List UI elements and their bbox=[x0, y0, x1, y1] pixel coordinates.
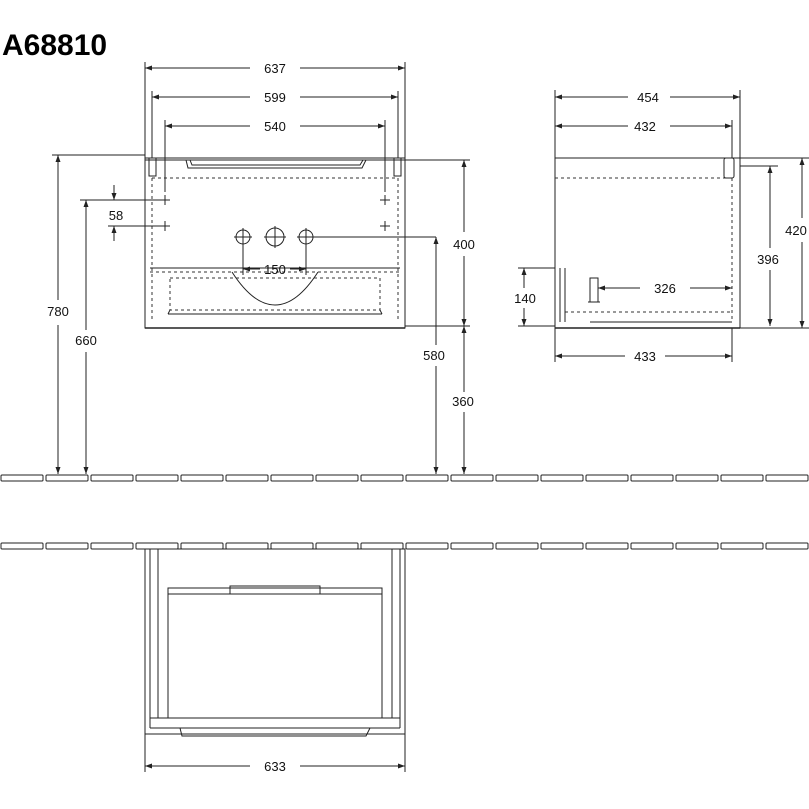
floor-tile bbox=[270, 474, 314, 482]
floor-tile bbox=[720, 474, 764, 482]
floor-strip-lower bbox=[0, 542, 809, 550]
floor-tile bbox=[405, 474, 449, 482]
top-cabinet-outline bbox=[144, 548, 406, 735]
floor-tile bbox=[450, 542, 494, 550]
floor-tile bbox=[405, 542, 449, 550]
siphon-cutout bbox=[231, 271, 319, 306]
floor-tile bbox=[495, 542, 539, 550]
floor-tile bbox=[90, 542, 134, 550]
side-cabinet-outline bbox=[554, 157, 741, 329]
front-view: 637 599 540 780 660 58 150 bbox=[47, 61, 475, 474]
dim-400: 400 bbox=[453, 237, 475, 252]
floor-tile bbox=[765, 542, 809, 550]
top-front-handle bbox=[179, 727, 371, 737]
dim-454: 454 bbox=[637, 90, 659, 105]
floor-tile bbox=[225, 474, 269, 482]
dim-540: 540 bbox=[264, 119, 286, 134]
side-handle bbox=[723, 157, 735, 179]
floor-tile bbox=[315, 474, 359, 482]
right-post bbox=[393, 157, 402, 177]
floor-tile bbox=[585, 474, 629, 482]
dim-140: 140 bbox=[514, 291, 536, 306]
floor-tile bbox=[180, 542, 224, 550]
dim-58: 58 bbox=[109, 208, 123, 223]
floor-tile bbox=[630, 474, 674, 482]
floor-strip-upper bbox=[0, 474, 809, 482]
floor-tile bbox=[135, 542, 179, 550]
dim-420: 420 bbox=[785, 223, 807, 238]
floor-tile bbox=[675, 474, 719, 482]
floor-tile bbox=[135, 474, 179, 482]
floor-tile bbox=[270, 542, 314, 550]
side-view: 454 432 433 420 396 140 326 bbox=[514, 90, 809, 364]
dim-360: 360 bbox=[452, 394, 474, 409]
floor-tile bbox=[540, 542, 584, 550]
floor-tile bbox=[765, 474, 809, 482]
top-drawer-handle bbox=[229, 585, 321, 595]
floor-tile bbox=[495, 474, 539, 482]
floor-tile bbox=[45, 474, 89, 482]
left-post bbox=[148, 157, 157, 177]
floor-tile bbox=[180, 474, 224, 482]
dim-326: 326 bbox=[654, 281, 676, 296]
floor-tile bbox=[585, 542, 629, 550]
floor-tile bbox=[0, 542, 44, 550]
drawer-runner bbox=[589, 277, 599, 303]
floor-tile bbox=[630, 542, 674, 550]
floor-tile bbox=[315, 542, 359, 550]
floor-tile bbox=[360, 542, 404, 550]
floor-tile bbox=[90, 474, 134, 482]
dim-150: 150 bbox=[264, 262, 286, 277]
dim-433: 433 bbox=[634, 349, 656, 364]
floor-tile bbox=[360, 474, 404, 482]
dim-660: 660 bbox=[75, 333, 97, 348]
inner-drawer bbox=[169, 277, 381, 311]
floor-tile bbox=[45, 542, 89, 550]
front-handle bbox=[185, 159, 367, 169]
floor-tile bbox=[450, 474, 494, 482]
dim-432: 432 bbox=[634, 119, 656, 134]
dim-633: 633 bbox=[264, 759, 286, 774]
model-title: A68810 bbox=[2, 29, 107, 62]
dim-396: 396 bbox=[757, 252, 779, 267]
floor-tile bbox=[540, 474, 584, 482]
dim-599: 599 bbox=[264, 90, 286, 105]
floor-tile bbox=[675, 542, 719, 550]
floor-tile bbox=[225, 542, 269, 550]
tap-holes bbox=[234, 226, 436, 248]
dim-580: 580 bbox=[423, 348, 445, 363]
top-view: 633 bbox=[144, 548, 406, 774]
floor-tile bbox=[0, 474, 44, 482]
dim-637: 637 bbox=[264, 61, 286, 76]
dim-780: 780 bbox=[47, 304, 69, 319]
floor-tile bbox=[720, 542, 764, 550]
mounting-holes bbox=[160, 195, 390, 231]
